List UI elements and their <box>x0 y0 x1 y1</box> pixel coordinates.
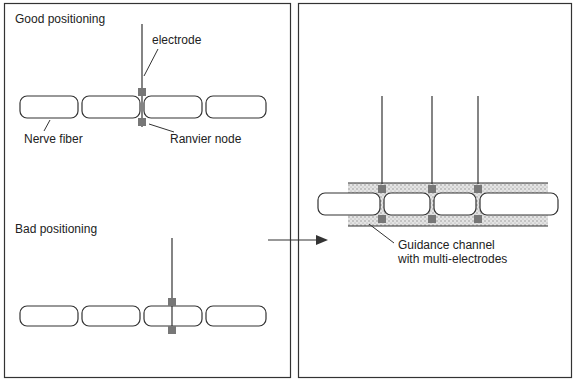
electrode-contact <box>378 185 482 223</box>
transition-arrow <box>268 235 328 245</box>
part-label: electrode <box>152 33 201 47</box>
part-label: Guidance channel with multi-electrodes <box>398 238 512 266</box>
panel-frame <box>299 4 572 378</box>
part-label: Ranvier node <box>170 132 241 146</box>
part-label: Nerve fiber <box>24 132 83 146</box>
panel-heading: Good positioning <box>15 12 105 26</box>
electrode <box>168 238 176 334</box>
multi-electrode <box>382 96 478 184</box>
panel-frame <box>5 4 291 378</box>
nerve-fiber <box>20 306 266 326</box>
panel-heading: Bad positioning <box>15 222 97 236</box>
nerve-fiber <box>20 96 266 118</box>
leader-line <box>44 49 174 132</box>
nerve-fiber <box>318 193 558 215</box>
leader-line <box>369 224 394 243</box>
